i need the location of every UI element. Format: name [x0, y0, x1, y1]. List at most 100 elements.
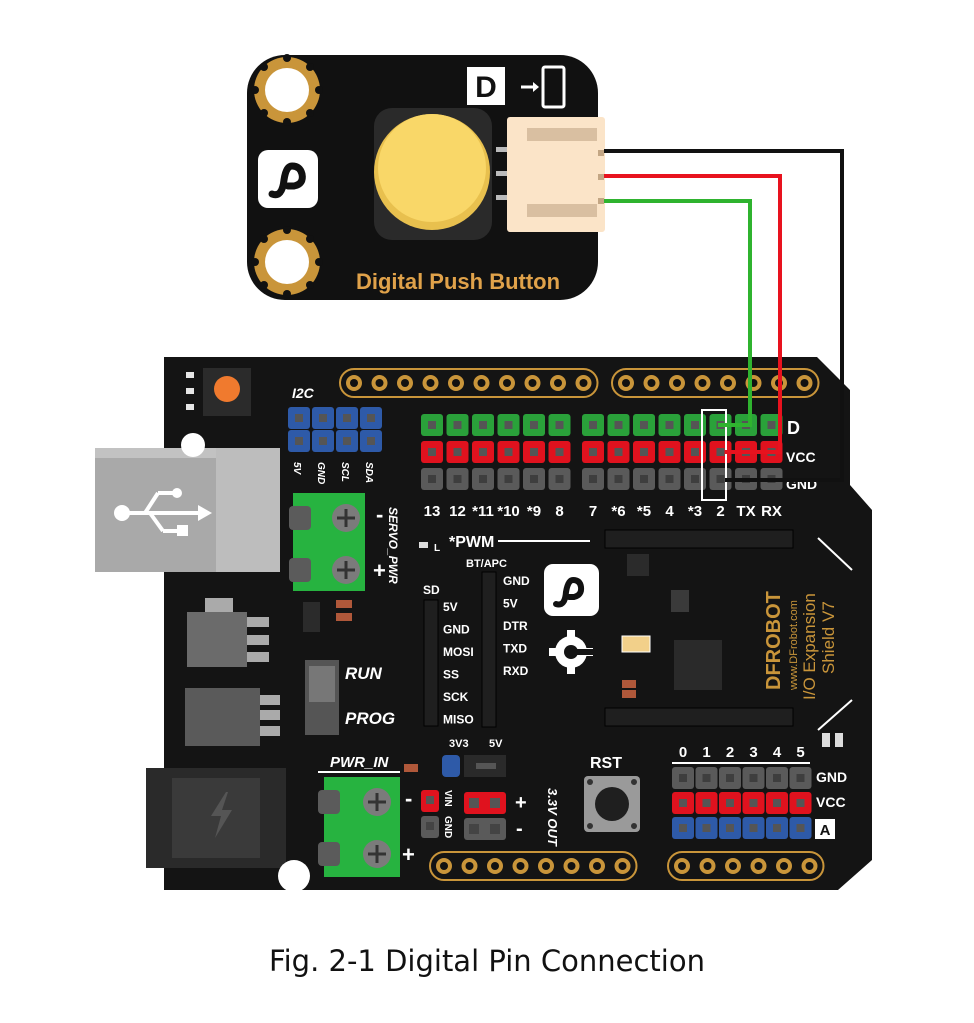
- pin-square: [640, 421, 648, 429]
- digital-pin-label: *11: [472, 503, 494, 520]
- jumper-3v3: [442, 755, 460, 777]
- pad-hole: [724, 379, 732, 387]
- push-button-cap: [374, 108, 492, 240]
- pin-square: [767, 421, 776, 429]
- pad-hole: [800, 379, 809, 387]
- pad-hole: [350, 379, 358, 387]
- power-input-terminal: [318, 777, 400, 877]
- digital-pin-label: *5: [637, 503, 651, 520]
- i2c-pin-label: GND: [315, 462, 326, 484]
- shield-brand: DFROBOT: [763, 591, 785, 690]
- bt-pin-label: RXD: [503, 664, 529, 678]
- ic-chip: [627, 554, 649, 576]
- shield-website: www.DFrobot.com: [788, 600, 800, 691]
- pad-hole: [618, 862, 627, 870]
- module-title: Digital Push Button: [356, 269, 560, 294]
- voltage-regulator-1: [187, 598, 269, 667]
- pin-square: [367, 437, 375, 445]
- pin-square: [691, 448, 699, 456]
- sd-label: SD: [423, 583, 440, 597]
- mounting-hole-bottom: [251, 226, 323, 298]
- pin-square: [555, 448, 564, 456]
- digital-pin-label: TX: [736, 503, 755, 520]
- pin-square: [453, 475, 462, 483]
- usb-connector: [95, 448, 280, 572]
- pin-square: [343, 437, 351, 445]
- digital-pin-label: 4: [665, 503, 674, 520]
- pad-hole: [554, 379, 562, 387]
- pad-frame: [339, 368, 599, 398]
- pad-hole: [729, 862, 737, 870]
- pin-square: [716, 448, 725, 456]
- pin-square: [640, 475, 648, 483]
- analog-row-vcc: VCC: [816, 794, 846, 810]
- i2c-header: [288, 407, 382, 452]
- pin-square: [555, 475, 564, 483]
- connection-wires: [604, 149, 844, 482]
- pin-square: [367, 414, 375, 422]
- figure-caption: Fig. 2-1 Digital Pin Connection: [269, 944, 705, 978]
- pin-square: [773, 774, 781, 782]
- v5-label: 5V: [489, 738, 503, 750]
- pad-frame: [667, 851, 825, 881]
- prog-label: PROG: [345, 709, 395, 728]
- analog-pin-label: 0: [679, 744, 687, 761]
- sd-header: [423, 599, 439, 727]
- pad-frame: [429, 851, 638, 881]
- pin-square: [453, 421, 462, 429]
- pin-square: [589, 448, 597, 456]
- pwm-note: *PWM: [449, 534, 494, 551]
- run-prog-switch: [305, 660, 339, 735]
- out-minus-label: -: [516, 818, 523, 840]
- mounting-hole-top: [251, 54, 323, 126]
- pin-square: [679, 824, 687, 832]
- top-header-pads-right: [611, 368, 820, 398]
- pin-square: [428, 448, 436, 456]
- pin-square: [796, 799, 805, 807]
- pad-hole: [780, 862, 788, 870]
- digital-pin-label: 12: [449, 503, 466, 520]
- pin-square: [453, 448, 462, 456]
- pin-square: [665, 475, 674, 483]
- gnd-wire: [604, 149, 844, 482]
- pin-square: [530, 448, 538, 456]
- analog-header: [672, 767, 812, 839]
- out-label: 3.3V OUT: [545, 788, 560, 847]
- pad-hole: [516, 862, 525, 870]
- pin-square: [343, 414, 351, 422]
- bottom-header-pads-left: [429, 851, 638, 881]
- dfrobot-logo-icon: [258, 150, 318, 208]
- pin-square: [295, 437, 303, 445]
- run-label: RUN: [345, 664, 383, 683]
- analog-pin-label: 2: [726, 744, 734, 761]
- row-label-d: D: [787, 418, 800, 438]
- pin-square: [479, 421, 487, 429]
- pin-square: [530, 475, 538, 483]
- small-chip: [303, 602, 320, 632]
- pwr-in-label: PWR_IN: [330, 754, 390, 771]
- pin-square: [716, 475, 725, 483]
- digital-pin-label: RX: [761, 503, 782, 520]
- pin-square: [796, 774, 805, 782]
- pin-square: [614, 448, 623, 456]
- led-label: L: [434, 543, 440, 554]
- transistor: [671, 590, 689, 612]
- pin-square: [640, 448, 648, 456]
- pin-square: [702, 824, 711, 832]
- servo-minus-label: -: [376, 502, 383, 527]
- type-badge-text: D: [475, 71, 497, 104]
- pwr-plus-label: +: [402, 842, 415, 867]
- pin-square: [555, 421, 564, 429]
- vcc-wire: [604, 174, 782, 454]
- analog-pin-label: 5: [796, 744, 804, 761]
- digital-pin-label: *10: [497, 503, 520, 520]
- pad-hole: [703, 862, 712, 870]
- pin-square: [749, 824, 758, 832]
- i2c-label: I2C: [292, 385, 315, 401]
- pin-square: [504, 421, 513, 429]
- analog-pin-label: 1: [702, 744, 710, 761]
- analog-pin-label: 4: [773, 744, 782, 761]
